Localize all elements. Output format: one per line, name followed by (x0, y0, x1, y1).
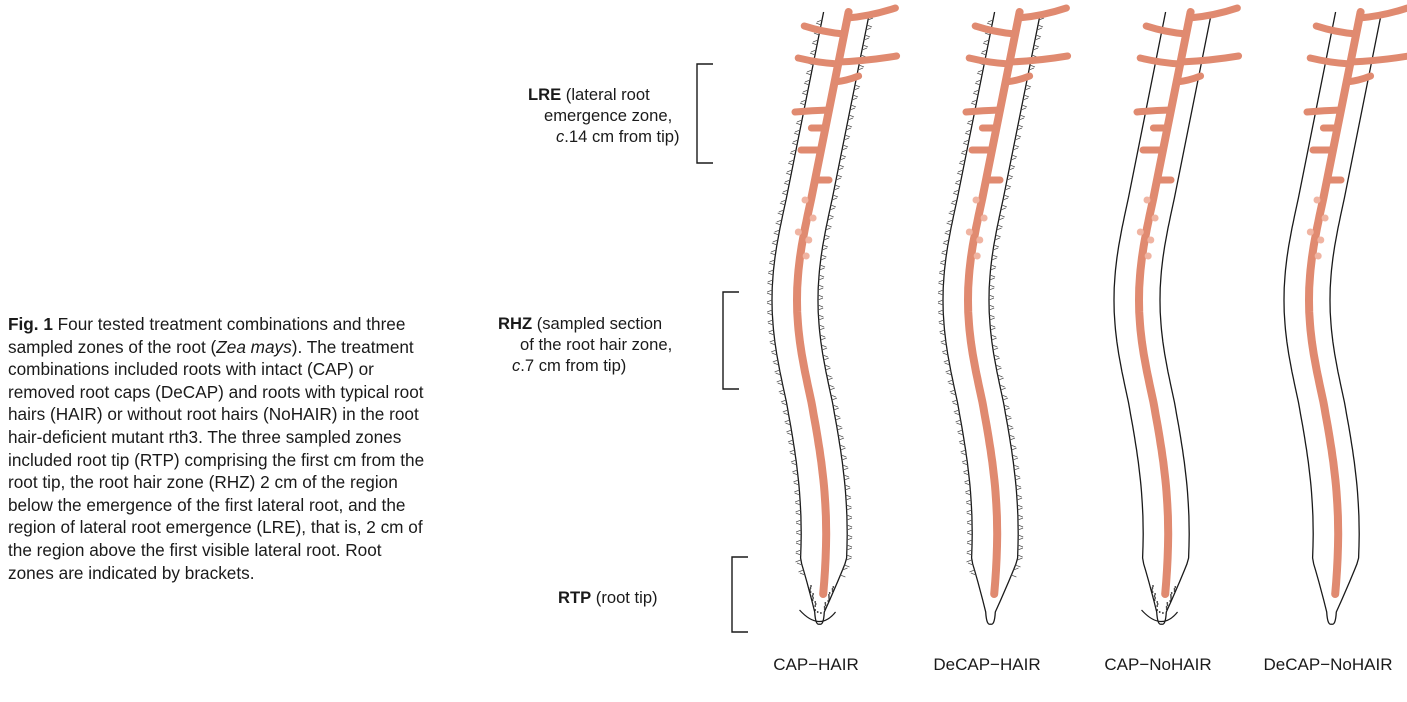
root-cap-hair (767, 8, 897, 624)
root-stele (1139, 12, 1191, 594)
root-cap (1142, 585, 1178, 621)
root-decap-hair (938, 8, 1068, 624)
bracket-lre (697, 64, 713, 163)
root-stele (797, 12, 849, 594)
lateral-roots (795, 8, 897, 180)
root-cap (800, 585, 836, 621)
root-hairs (767, 18, 873, 577)
root-stele (1309, 12, 1361, 594)
lateral-roots (966, 8, 1068, 180)
lateral-roots (1307, 8, 1407, 180)
root-cap-nohair (1114, 8, 1239, 624)
root-stele (968, 12, 1020, 594)
bracket-rhz (723, 292, 739, 389)
root-hairs (938, 18, 1044, 577)
bracket-rtp (732, 557, 748, 632)
root-decap-nohair (1284, 8, 1407, 624)
lateral-roots (1137, 8, 1239, 180)
